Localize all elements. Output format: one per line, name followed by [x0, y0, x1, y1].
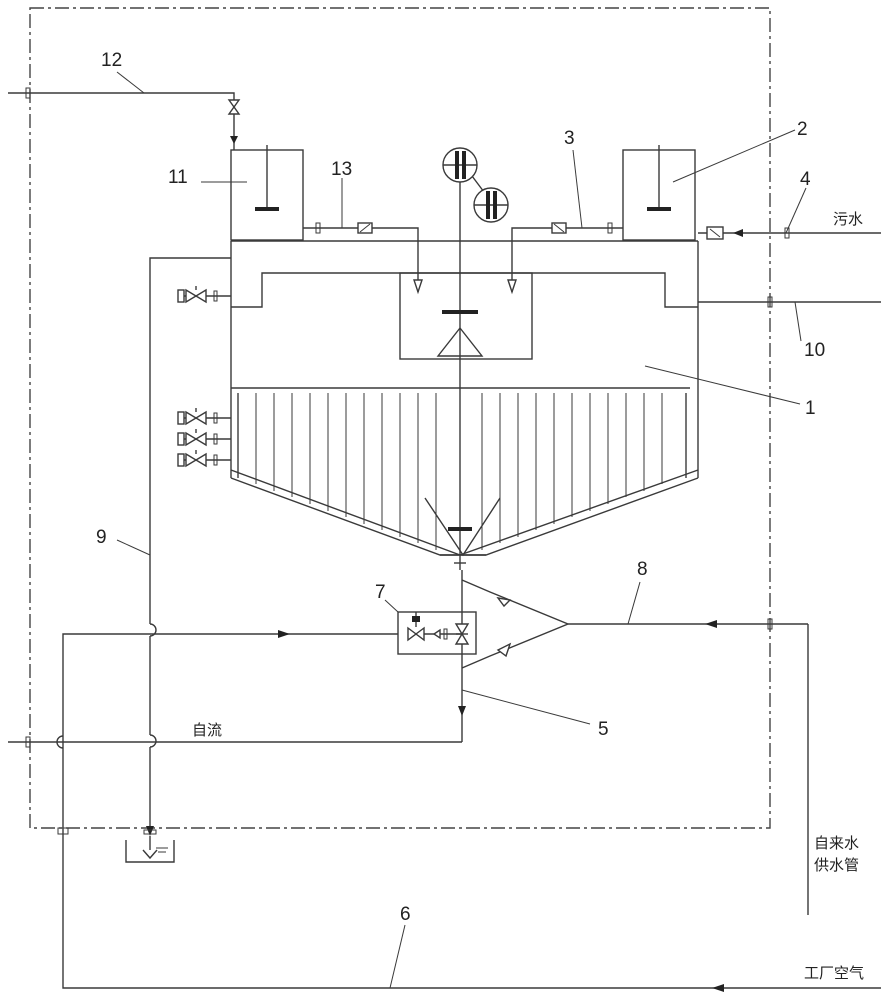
pipe-12 [8, 87, 241, 150]
sample-valve-icon [177, 429, 231, 447]
label-1: 1 [805, 398, 816, 419]
sewage-label: 污水 [833, 210, 863, 228]
label-9: 9 [96, 527, 107, 548]
motor-lower-icon [473, 187, 509, 223]
sample-valve-icon [177, 286, 231, 304]
tap-water-label-line1: 自来水 [814, 834, 859, 852]
label-10: 10 [804, 340, 825, 361]
leader-lines [116, 71, 807, 989]
label-4: 4 [800, 169, 811, 190]
dosing-tank-11 [230, 145, 304, 241]
gravity-flow-label: 自流 [192, 721, 222, 739]
sample-valve-icon [177, 408, 231, 426]
label-5: 5 [598, 719, 609, 740]
motor-upper-icon [442, 147, 478, 183]
label-7: 7 [375, 582, 386, 603]
pipe-5 [8, 570, 466, 748]
label-11: 11 [168, 167, 188, 188]
system-boundary [29, 7, 771, 829]
tap-water-label-line2: 供水管 [814, 856, 859, 874]
label-13: 13 [331, 159, 352, 180]
factory-air-label: 工厂空气 [804, 964, 864, 982]
pipe-9 [143, 257, 231, 836]
pipe-3 [507, 222, 623, 295]
label-2: 2 [797, 119, 808, 140]
inclined-plate-pack [231, 387, 690, 550]
pipe-4 [698, 226, 881, 240]
dosing-tank-2 [622, 145, 696, 241]
valve-box-7 [397, 611, 477, 655]
label-3: 3 [564, 128, 575, 149]
sample-valves [177, 286, 231, 468]
pipe-8 [461, 579, 809, 915]
sample-valve-icon [177, 450, 231, 468]
label-8: 8 [637, 559, 648, 580]
label-12: 12 [101, 50, 122, 71]
label-6: 6 [400, 904, 411, 925]
drain-pit-icon [125, 836, 175, 863]
pipe-10 [698, 296, 881, 308]
pipe-6 [56, 630, 881, 992]
pipe-13 [303, 222, 423, 295]
main-tank [230, 240, 699, 557]
